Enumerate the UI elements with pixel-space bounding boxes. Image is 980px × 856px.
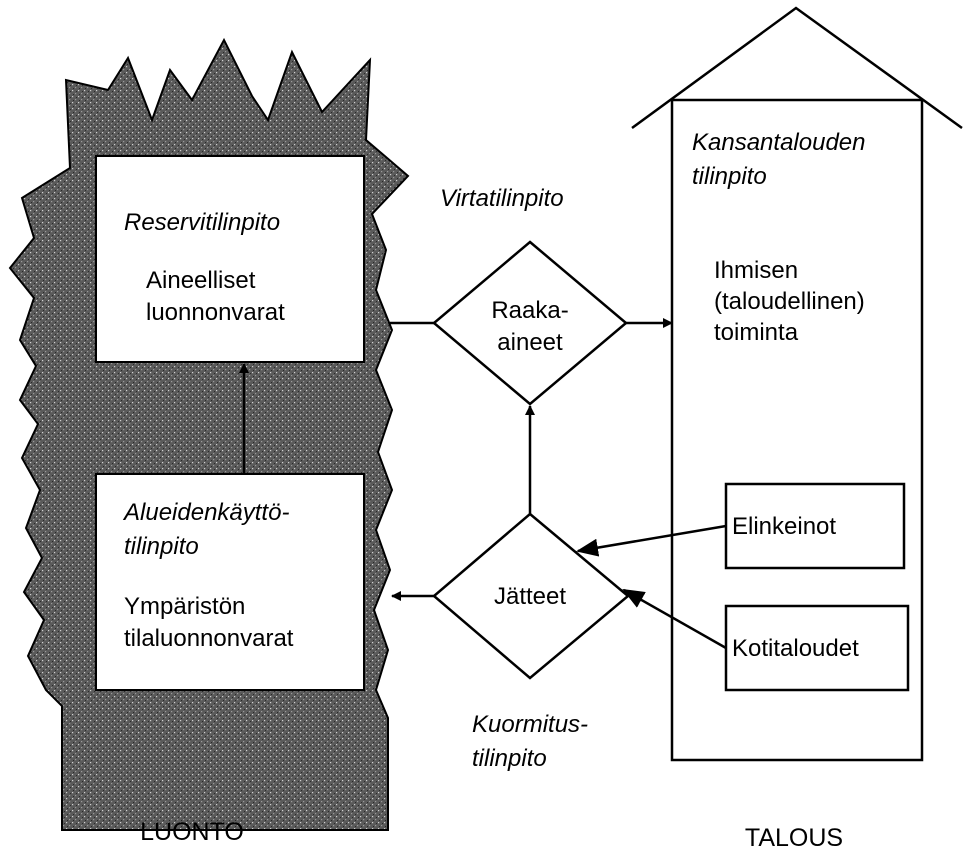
load-accounting-label-2: tilinpito: [472, 745, 547, 772]
human-activity-line-1: Ihmisen: [714, 257, 798, 284]
national-accounts-title-1: Kansantalouden: [692, 129, 865, 156]
land-use-title-1: Alueidenkäyttö-: [122, 499, 289, 526]
reserve-accounting-title: Reservitilinpito: [124, 209, 280, 236]
households-label: Kotitaloudet: [732, 635, 859, 662]
human-activity-line-2: (taloudellinen): [714, 288, 865, 315]
nature-caption: LUONTO: [140, 818, 244, 846]
raw-materials-line-1: Raaka-: [491, 297, 568, 324]
land-use-line-1: Ympäristön: [124, 593, 245, 620]
industries-label: Elinkeinot: [732, 513, 836, 540]
reserve-line-1: Aineelliset: [146, 267, 256, 294]
load-accounting-label-1: Kuormitus-: [472, 711, 588, 738]
land-use-line-2: tilaluonnonvarat: [124, 625, 294, 652]
human-activity-line-3: toiminta: [714, 319, 799, 346]
national-accounts-title-2: tilinpito: [692, 163, 767, 190]
raw-materials-line-2: aineet: [497, 329, 563, 356]
land-use-title-2: tilinpito: [124, 533, 199, 560]
economy-caption: TALOUS: [745, 824, 843, 852]
reserve-accounting-box: [96, 156, 364, 362]
flow-accounting-label: Virtatilinpito: [440, 185, 564, 212]
waste-label: Jätteet: [494, 583, 566, 610]
reserve-line-2: luonnonvarat: [146, 299, 285, 326]
